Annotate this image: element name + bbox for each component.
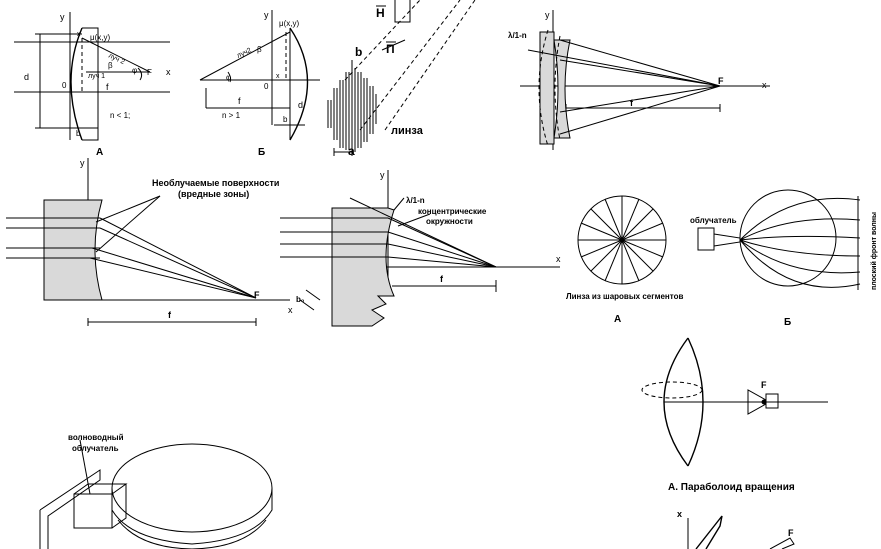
svg-text:f: f xyxy=(106,82,109,92)
svg-text:y: y xyxy=(380,170,385,180)
fig5-pointer-2 xyxy=(95,195,161,253)
svg-text:b₀: b₀ xyxy=(296,295,305,304)
svg-text:f: f xyxy=(630,98,634,108)
fig3-poynting-vector xyxy=(381,39,406,51)
fig1-mu-label: μ(x,y) xyxy=(90,33,110,42)
fig9-focus-label: F xyxy=(761,380,767,390)
fig8-feed-horn xyxy=(697,227,715,251)
svg-text:b: b xyxy=(76,129,81,138)
fig4-zoned-lens: y λ/1-n F f x xyxy=(508,10,770,150)
fig9-caption: А. Параболоид вращения xyxy=(668,481,795,493)
fig1-ray1-label: луч 1 xyxy=(88,73,105,80)
fig5-zones-label: Необлучаемые поверхности xyxy=(152,178,279,188)
fig2-caption: Б xyxy=(258,147,265,158)
svg-text:β: β xyxy=(108,61,113,70)
svg-text:x: x xyxy=(288,305,293,315)
fig2-ray-2 xyxy=(199,31,291,81)
fig1-lens-profile xyxy=(70,27,83,141)
fig10-disc-top xyxy=(111,443,273,533)
fig8-feed-label: облучатель xyxy=(690,216,737,225)
svg-text:φ: φ xyxy=(226,73,231,82)
svg-text:f: f xyxy=(440,274,444,284)
fig6-zoned-lens: y λ/1-n концентрические окружности x b₀ … xyxy=(280,170,561,327)
fig9-paraboloid: F А. Параболоид вращения xyxy=(641,337,828,493)
fig6-lambda-label: λ/1-n xyxy=(406,196,425,205)
fig10-feed xyxy=(73,493,113,529)
fig8-lens-sphere xyxy=(739,189,837,287)
svg-text:x: x xyxy=(276,73,280,80)
fig1-focus-label: F xyxy=(147,68,152,77)
svg-text:f: f xyxy=(238,96,241,106)
svg-text:φ: φ xyxy=(132,66,137,75)
fig8-letter: Б xyxy=(784,317,791,328)
fig11-focus-label: F xyxy=(788,528,794,538)
svg-text:x: x xyxy=(556,254,561,264)
fig3-lens-label: линза xyxy=(391,125,424,137)
svg-text:y: y xyxy=(264,10,269,20)
fig7-letter: А xyxy=(614,314,621,325)
fig7-spokes xyxy=(578,196,666,284)
svg-text:0: 0 xyxy=(62,81,67,90)
fig4-lambda-label: λ/1-n xyxy=(508,31,527,40)
fig3-p-label: П xyxy=(386,42,395,56)
svg-text:f: f xyxy=(168,310,172,320)
fig5-lens-harmful-zones: y Необлучаемые поверхности (вредные зоны… xyxy=(6,158,293,326)
svg-text:d: d xyxy=(24,72,29,82)
fig5-lens-body xyxy=(43,199,103,301)
svg-text:y: y xyxy=(80,158,85,168)
fig1-lens-diagram: y x μ(x,y) луч 2 луч 1 β φ F d 0 f b x n… xyxy=(14,12,171,158)
fig10-waveguide-lens: волноводный облучатель xyxy=(39,433,273,549)
fig5-zones-sublabel: (вредные зоны) xyxy=(178,189,249,199)
fig2-mu-label: μ(x,y) xyxy=(279,19,299,28)
svg-text:β: β xyxy=(257,45,262,54)
fig4-focus-label: F xyxy=(718,76,724,86)
fig1-x-label: x xyxy=(166,67,171,77)
fig3-lens-plates xyxy=(327,68,377,152)
svg-text:облучатель: облучатель xyxy=(72,444,119,453)
fig1-ray-2 xyxy=(81,37,151,73)
fig5-pointer-1 xyxy=(95,195,161,223)
svg-text:b: b xyxy=(355,45,362,59)
fig7-caption: Линза из шаровых сегментов xyxy=(566,292,683,301)
fig6-lens-body xyxy=(331,207,395,327)
fig6-concentric-label: концентрические xyxy=(418,207,487,216)
fig10-feed-label: волноводный xyxy=(68,433,124,442)
fig3-stepped-lens: H П b линза а xyxy=(327,0,476,158)
svg-text:b: b xyxy=(283,115,288,124)
fig5-focus-label: F xyxy=(254,290,260,300)
svg-text:d: d xyxy=(298,100,303,110)
fig11-partial: x F xyxy=(677,509,795,549)
fig3-h-label: H xyxy=(376,6,385,20)
svg-text:а: а xyxy=(348,144,355,158)
svg-text:x: x xyxy=(677,509,682,519)
fig2-ray2-label: луч2 xyxy=(236,47,253,60)
svg-text:y: y xyxy=(545,10,550,20)
fig2-lens-diagram: y μ(x,y) луч2 β φ 0 f x d b n > 1 Б xyxy=(199,10,320,158)
fig1-y-label: y xyxy=(60,12,65,22)
fig8-front-label: плоский фронт волны xyxy=(870,212,878,290)
fig7-segment-lens: Линза из шаровых сегментов А xyxy=(566,195,683,325)
fig1-caption: А xyxy=(96,147,103,158)
svg-text:x: x xyxy=(77,31,81,38)
svg-text:окружности: окружности xyxy=(426,217,473,226)
fig8-feed-lens: облучатель плоский фронт волны Б xyxy=(690,189,878,328)
fig1-n-condition: n < 1; xyxy=(110,111,130,120)
fig4-lens-body xyxy=(539,31,555,145)
svg-text:0: 0 xyxy=(264,82,269,91)
fig2-n-condition: n > 1 xyxy=(222,111,241,120)
fig2-lens-profile xyxy=(289,27,309,141)
svg-text:x: x xyxy=(762,80,767,90)
